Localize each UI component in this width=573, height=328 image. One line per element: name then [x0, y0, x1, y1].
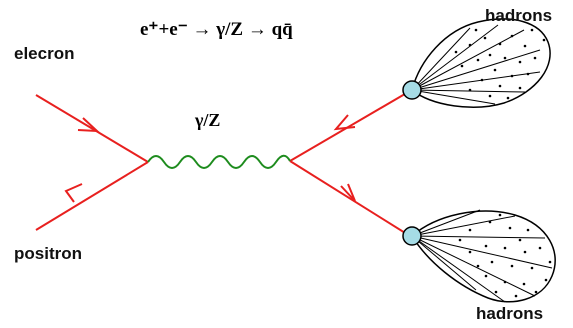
vertex-dot-bottom — [402, 226, 422, 246]
arrow-icon — [340, 183, 356, 202]
arrow-icon — [333, 114, 356, 131]
incoming-electron-line — [35, 94, 149, 163]
reaction-equation: e⁺+e⁻ → γ/Z → qq̄ — [140, 19, 293, 40]
outgoing-antiquark-line — [289, 160, 411, 237]
vertex-dot-top — [402, 80, 422, 100]
electron-label: elecron — [14, 44, 75, 63]
arrow-icon — [64, 183, 83, 203]
hadron-jet-bottom — [402, 209, 556, 303]
propagator-label: γ/Z — [195, 110, 221, 130]
hadron-jet-top — [402, 18, 551, 108]
incoming-positron-line — [35, 161, 149, 231]
boson-propagator — [147, 154, 291, 169]
positron-label: positron — [14, 244, 82, 263]
outgoing-quark-line — [289, 90, 411, 162]
hadrons-label-bottom: hadrons — [476, 304, 544, 323]
hadrons-label-top: hadrons — [485, 6, 553, 25]
arrow-icon — [77, 117, 100, 133]
